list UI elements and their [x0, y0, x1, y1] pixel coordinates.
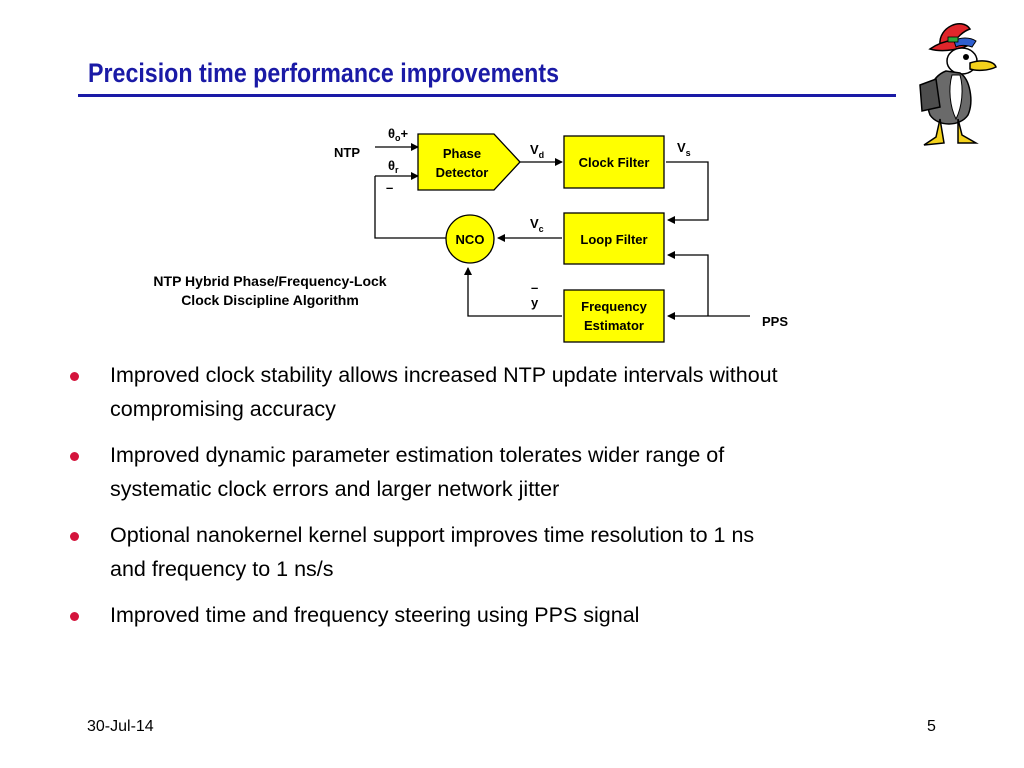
minus-sign: –: [386, 180, 393, 195]
frequency-estimator-label-1: Frequency: [581, 299, 648, 314]
bullet-text-line: systematic clock errors and larger netwo…: [110, 477, 560, 501]
bullet-text-line: compromising accuracy: [110, 397, 336, 421]
nco-label: NCO: [456, 232, 485, 247]
frequency-estimator-label-2: Estimator: [584, 318, 644, 333]
bullet-text-line: Improved clock stability allows increase…: [110, 363, 778, 387]
ntp-input-label: NTP: [334, 145, 360, 160]
pps-label: PPS: [762, 314, 788, 329]
loop-filter-label: Loop Filter: [580, 232, 647, 247]
bullet-dot-icon: [70, 372, 79, 381]
loop-filter-block: [563, 212, 665, 265]
page-number: 5: [927, 718, 936, 735]
nco-feedback-line: [374, 176, 446, 239]
signal-lines: [374, 143, 750, 320]
y-label: y: [531, 295, 539, 310]
clock-filter-block: [563, 135, 665, 189]
diagram-caption: NTP Hybrid Phase/Frequency-Lock Clock Di…: [90, 272, 450, 310]
vc-label: Vc: [530, 216, 544, 234]
vd-label: Vd: [530, 142, 544, 160]
bullet-text-line: Improved dynamic parameter estimation to…: [110, 443, 725, 467]
phase-detector-label-1: Phase: [443, 146, 481, 161]
bullet-list: Improved clock stability allows increase…: [70, 358, 930, 644]
nco-block: [445, 214, 495, 264]
footer-date: 30-Jul-14: [87, 718, 154, 735]
caption-line-2: Clock Discipline Algorithm: [181, 292, 359, 308]
phase-detector-label-2: Detector: [436, 165, 489, 180]
theta-r-label: θr: [388, 158, 399, 175]
bullet-item: Optional nanokernel kernel support impro…: [70, 518, 930, 586]
bullet-dot-icon: [70, 452, 79, 461]
bullet-dot-icon: [70, 612, 79, 621]
bullet-text-line: Optional nanokernel kernel support impro…: [110, 523, 755, 547]
bullet-text-line: and frequency to 1 ns/s: [110, 557, 334, 581]
phase-detector-block: [417, 133, 521, 191]
vs-label: Vs: [677, 140, 691, 158]
y-arrow: [464, 267, 562, 317]
bullet-item: Improved clock stability allows increase…: [70, 358, 930, 426]
theta-o-label: θo+: [388, 126, 409, 143]
y-bar: –: [531, 280, 538, 295]
frequency-estimator-block: [563, 289, 665, 343]
bullet-item: Improved dynamic parameter estimation to…: [70, 438, 930, 506]
bullet-text-line: Improved time and frequency steering usi…: [110, 603, 640, 627]
caption-line-1: NTP Hybrid Phase/Frequency-Lock: [153, 273, 387, 289]
clock-filter-label: Clock Filter: [579, 155, 650, 170]
slide-title: Precision time performance improvements: [88, 58, 560, 88]
vs-feedback-line: [666, 161, 709, 224]
duck-mascot-icon: [919, 23, 997, 146]
pps-to-loop-line: [667, 251, 709, 316]
bullet-dot-icon: [70, 532, 79, 541]
title-underline: [78, 94, 896, 97]
bullet-item: Improved time and frequency steering usi…: [70, 598, 930, 632]
